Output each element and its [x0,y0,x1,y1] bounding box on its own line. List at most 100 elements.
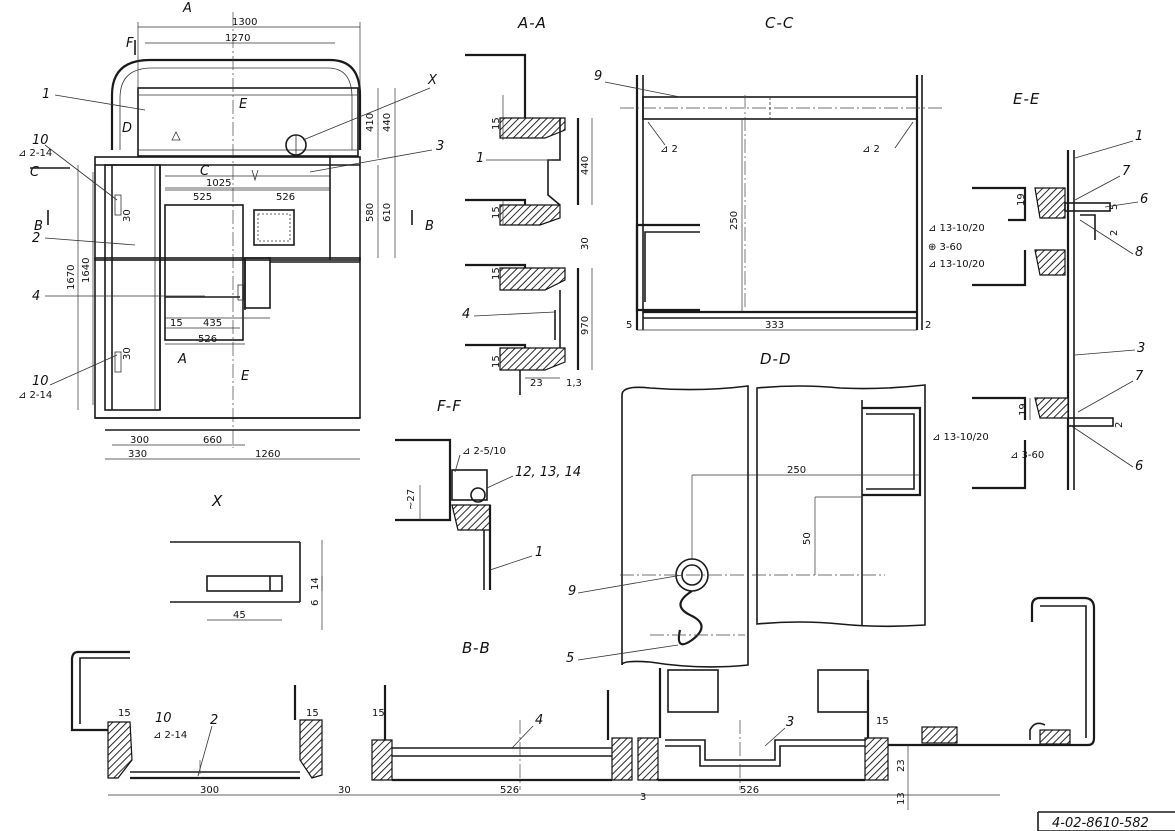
part-label-6-ee-lower: 6 [1135,459,1143,474]
part-label-10-bottom: 10 [32,374,49,389]
dim-30-upper: 30 [122,209,133,222]
dim-5-cc: 5 [626,320,632,331]
dim-15-bb-2: 15 [306,708,319,719]
dim-2-ee-upper: 2 [1109,230,1120,236]
dim-526: 526 [276,192,295,203]
weld-13-10-20-c: ⊿ 13-10/20 [932,432,989,443]
dim-300-bb: 300 [200,785,219,796]
weld-13-10-20-a: ⊿ 13-10/20 [928,223,985,234]
part-label-1-ee: 1 [1135,129,1143,144]
dim-1260: 1260 [255,449,280,460]
part-label-1-plan: 1 [42,87,50,102]
dim-27: ~27 [406,489,417,510]
mark-e-bottom: E [241,369,250,384]
title-x: X [211,492,223,510]
dim-1640: 1640 [81,258,92,283]
dim-525: 525 [193,192,212,203]
dim-45: 45 [233,610,246,621]
weld-2-cc-right: ⊿ 2 [862,144,880,155]
weld-3-60: ⊿ 3-60 [1010,450,1044,461]
dim-1300: 1300 [232,17,257,28]
part-label-7-ee-lower: 7 [1135,369,1144,384]
dim-410: 410 [365,113,376,132]
title-e-e: E-E [1013,90,1040,108]
mark-d: D [122,121,132,136]
dim-15-bb-1: 15 [118,708,131,719]
dim-30-aa: 30 [580,237,591,250]
dim-440-aa: 440 [580,156,591,175]
part-label-4-bb: 4 [535,713,543,728]
weld-2-cc-left: ⊿ 2 [660,144,678,155]
dim-300-plan: 300 [130,435,149,446]
part-label-3-bb: 3 [786,715,794,730]
section-c-c: C-C 250 333 5 2 9 ⊿ 2 ⊿ 2 [594,14,945,331]
top-panel [137,87,359,157]
dim-19-ee-lower: 19 [1018,403,1029,416]
dim-15-plan: 15 [170,318,183,329]
dim-5-ee: 5 [1109,204,1120,210]
plan-dimensions: 1300 1270 1025 525 526 410 440 580 610 1… [66,17,396,460]
dim-970: 970 [580,316,591,335]
dim-526-bb-right: 526 [740,785,759,796]
part-label-9-dd: 9 [568,584,576,599]
dim-15-aa-4: 15 [491,355,502,368]
dim-333: 333 [765,320,784,331]
dim-30-bb: 30 [338,785,351,796]
dim-13-bb: 13 [896,792,907,805]
title-f-f: F-F [437,397,462,415]
weld-3-60-circle: ⊕ 3-60 [928,242,962,253]
part-label-3-ee: 3 [1137,341,1145,356]
dim-435: 435 [203,318,222,329]
part-label-3-plan: 3 [436,139,444,154]
drawing-number: 4-02-8610-582 [1052,816,1149,831]
dim-14: 14 [310,577,321,590]
dim-15-bb-4: 15 [876,716,889,727]
dim-15-bb-3: 15 [372,708,385,719]
mark-e-top: E [239,97,248,112]
mark-a-top: A [182,1,192,16]
section-d-d: D-D 250 50 9 5 [566,350,926,668]
dim-15-aa-2: 15 [491,206,502,219]
dim-1270: 1270 [225,33,250,44]
small-box [253,209,295,246]
left-column [104,164,161,411]
drawing-number-stamp: 4-02-8610-582 [1037,811,1175,831]
dim-250-cc: 250 [729,211,740,230]
part-label-4-aa: 4 [462,307,470,322]
dim-250-dd: 250 [787,465,806,476]
dim-1670: 1670 [66,265,77,290]
mark-a-bottom: A [177,352,187,367]
weld-13-10-20-b: ⊿ 13-10/20 [928,259,985,270]
top-handle-frame [110,58,362,150]
title-c-c: C-C [765,14,794,32]
part-label-8: 8 [1135,245,1143,260]
dim-2-ee-lower: 2 [1114,422,1125,428]
dim-6: 6 [310,600,321,606]
part-label-1-ff: 1 [535,545,543,560]
part-label-7-ee-upper: 7 [1122,164,1131,179]
dim-580: 580 [365,203,376,222]
dim-30-lower: 30 [122,347,133,360]
weld-2-14-top: ⊿ 2-14 [18,148,52,159]
part-label-2-bb: 2 [210,713,218,728]
dim-1025: 1025 [206,178,231,189]
main-plan-view [94,12,362,448]
section-f-f: F-F ~27 ⊿ 2-5/10 12, 13, 14 1 [395,397,581,590]
dim-2-cc: 2 [925,320,931,331]
title-d-d: D-D [760,350,792,368]
lower-frame [94,257,361,419]
mark-b-left: B [34,219,43,234]
part-label-6-ee-upper: 6 [1140,192,1148,207]
dim-330: 330 [128,449,147,460]
dim-660: 660 [203,435,222,446]
part-label-10-bb: 10 [155,711,172,726]
upper-body [94,156,361,261]
weld-2-14-bottom: ⊿ 2-14 [18,390,52,401]
dim-23-bb: 23 [896,759,907,772]
weld-2-5-10: ⊿ 2-5/10 [462,446,506,457]
dim-526-bb-left: 526 [500,785,519,796]
part-label-2-plan: 2 [32,231,40,246]
part-label-5: 5 [566,651,574,666]
section-a-a: A-A 15 15 15 15 440 30 970 23 1,3 1 4 [462,14,593,395]
